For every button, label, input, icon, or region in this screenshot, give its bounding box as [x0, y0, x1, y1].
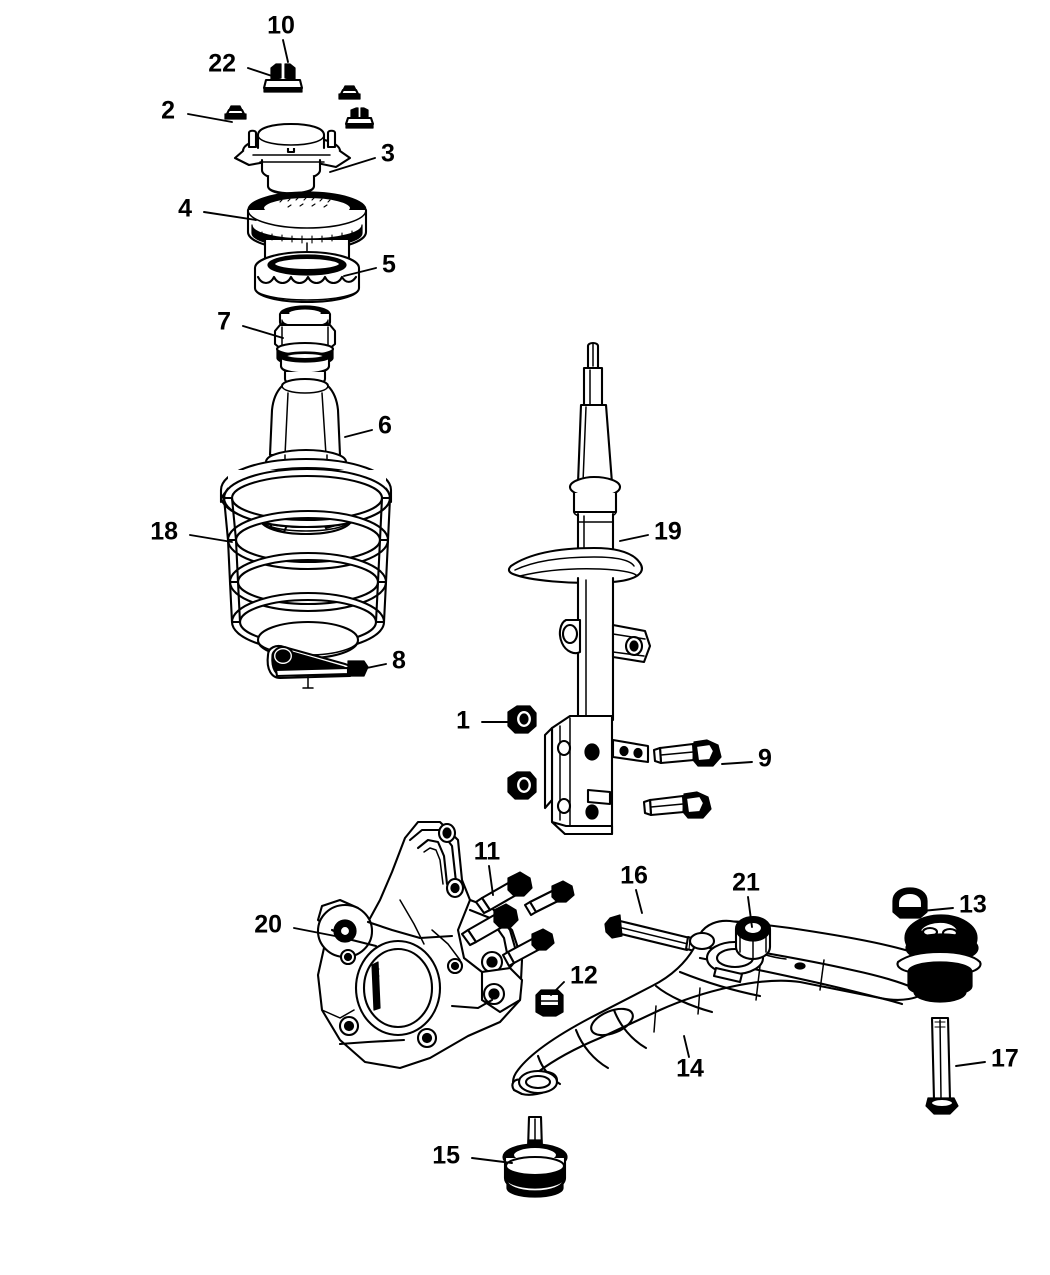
callout-number-16: 16 — [620, 862, 648, 890]
callout-leader-16 — [635, 889, 643, 914]
part-strut-to-knuckle-bolt-upper — [652, 739, 722, 767]
callout-number-19: 19 — [654, 518, 682, 546]
part-knuckle-bolt-4 — [501, 928, 555, 968]
callout-leader-11 — [488, 865, 494, 896]
part-lower-control-arm — [511, 919, 936, 1096]
callout-leader-7 — [242, 325, 284, 339]
callout-leader-18 — [189, 534, 233, 543]
callout-number-20: 20 — [254, 911, 282, 939]
callout-leader-20 — [293, 927, 336, 937]
callout-number-3: 3 — [381, 140, 395, 168]
part-strut-mount — [233, 122, 352, 196]
callout-leader-6 — [344, 429, 373, 438]
callout-number-22: 22 — [208, 50, 236, 78]
part-coil-spring — [219, 457, 393, 660]
callout-leader-12 — [550, 981, 565, 996]
part-strut-shock-absorber — [507, 341, 652, 836]
part-strut-mounting-nut-lower — [507, 771, 537, 800]
part-steering-knuckle — [316, 820, 524, 1070]
callout-leader-19 — [619, 534, 649, 542]
callout-number-4: 4 — [178, 195, 192, 223]
callout-leader-21 — [747, 896, 753, 928]
part-strut-mount-stud-nut — [262, 63, 304, 93]
callout-number-18: 18 — [150, 518, 178, 546]
part-strut-mount-nut-left — [224, 105, 247, 120]
part-knuckle-bolt-3 — [523, 880, 575, 917]
callout-number-5: 5 — [382, 251, 396, 279]
part-control-arm-ball-joint — [896, 914, 982, 1003]
callout-number-12: 12 — [570, 962, 598, 990]
callout-leader-17 — [955, 1061, 986, 1067]
callout-number-7: 7 — [217, 308, 231, 336]
callout-number-1: 1 — [456, 707, 470, 735]
callout-leader-8 — [361, 663, 387, 670]
part-strut-to-knuckle-bolt-lower — [642, 791, 712, 819]
callout-number-11: 11 — [474, 838, 501, 866]
part-knuckle-bolt-1 — [474, 871, 533, 915]
callout-leader-2 — [187, 113, 233, 123]
part-control-arm-front-bolt — [604, 914, 704, 954]
part-strut-mount-nut-right-lower — [344, 107, 375, 129]
part-knuckle-bolt-2 — [460, 903, 519, 947]
callout-number-9: 9 — [758, 745, 772, 773]
callout-leader-22 — [247, 67, 279, 79]
callout-leader-9 — [721, 761, 753, 765]
callout-leader-3 — [329, 157, 376, 173]
callout-number-15: 15 — [432, 1142, 460, 1170]
callout-leader-5 — [343, 267, 377, 277]
callout-number-8: 8 — [392, 647, 406, 675]
callout-leader-14 — [683, 1035, 690, 1058]
callout-number-13: 13 — [959, 891, 987, 919]
callout-leader-4 — [203, 211, 257, 221]
callout-number-17: 17 — [991, 1045, 1019, 1073]
part-lower-ball-joint — [502, 1115, 568, 1198]
part-spring-seat-isolator — [253, 250, 361, 304]
part-spring-isolator-lower — [266, 644, 369, 689]
callout-leader-13 — [921, 907, 954, 912]
part-ball-joint-nut — [892, 887, 928, 919]
callout-leaders — [187, 39, 986, 1164]
callout-leader-10 — [282, 39, 289, 63]
part-jounce-bumper — [273, 305, 337, 388]
callout-number-6: 6 — [378, 412, 392, 440]
callout-number-2: 2 — [161, 97, 175, 125]
part-ball-joint-bolt — [925, 1016, 959, 1115]
part-control-arm-bushing — [734, 915, 772, 961]
callout-number-21: 21 — [732, 869, 760, 897]
part-strut-mounting-nut-upper — [507, 705, 537, 734]
part-knuckle-nut — [535, 989, 564, 1017]
callout-number-14: 14 — [676, 1055, 704, 1083]
callout-leader-15 — [471, 1157, 513, 1164]
part-strut-mount-nut-right-upper — [338, 85, 361, 100]
callout-number-10: 10 — [267, 12, 295, 40]
